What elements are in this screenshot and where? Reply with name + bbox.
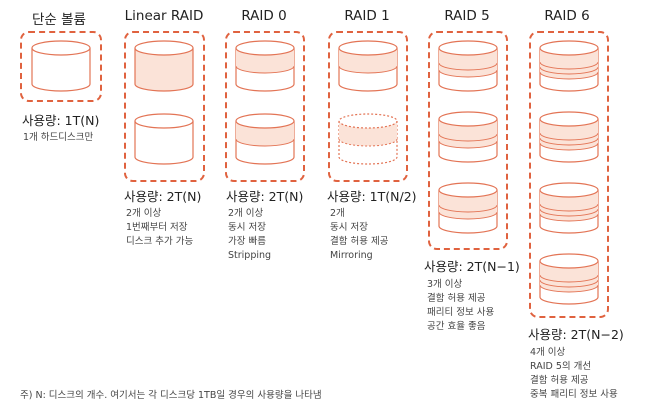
raid-5-disk-2 xyxy=(438,111,498,163)
raid-0-usage: 사용량: 2T(N) xyxy=(226,186,303,205)
raid-6-desc-line: 중복 패리티 정보 사용 xyxy=(530,388,618,402)
raid-1-mirror-disk xyxy=(338,113,398,165)
linear-raid-disk-1 xyxy=(134,40,194,92)
raid-5-description: 3개 이상 결함 허용 제공 패리티 정보 사용 공간 효율 좋음 xyxy=(427,278,494,334)
raid-5-desc-line: 공간 효율 좋음 xyxy=(427,320,494,334)
linear-raid-description: 2개 이상 1번째부터 저장 디스크 추가 가능 xyxy=(126,207,193,249)
linear-raid-desc-line: 1번째부터 저장 xyxy=(126,221,193,235)
raid-6-disk-4 xyxy=(539,253,599,305)
raid-1-desc-line: 결함 허용 제공 xyxy=(330,235,388,249)
linear-raid-disk-2 xyxy=(134,113,194,165)
raid-5-desc-line: 결함 허용 제공 xyxy=(427,292,494,306)
simple-volume-description: 1개 하드디스크만 xyxy=(23,131,93,145)
raid-6-disk-3 xyxy=(539,182,599,234)
simple-volume-disk xyxy=(31,40,91,92)
raid-6-usage: 사용량: 2T(N−2) xyxy=(528,324,624,343)
linear-raid-desc-line: 디스크 추가 가능 xyxy=(126,235,193,249)
raid-1-desc-line: 2개 xyxy=(330,207,388,221)
linear-raid-desc-line: 2개 이상 xyxy=(126,207,193,221)
raid-5-desc-line: 3개 이상 xyxy=(427,278,494,292)
raid-1-description: 2개 동시 저장 결함 허용 제공 Mirroring xyxy=(330,207,388,263)
raid-6-desc-line: RAID 5의 개선 xyxy=(530,360,618,374)
raid-1-disk-1 xyxy=(338,40,398,92)
raid-0-disk-1 xyxy=(235,40,295,92)
raid-1-desc-line: 동시 저장 xyxy=(330,221,388,235)
raid-0-desc-line: 가장 빠름 xyxy=(228,235,271,249)
raid-6-description: 4개 이상 RAID 5의 개선 결함 허용 제공 중복 패리티 정보 사용 xyxy=(530,346,618,402)
raid-0-description: 2개 이상 동시 저장 가장 빠름 Stripping xyxy=(228,207,271,263)
raid-6-desc-line: 결함 허용 제공 xyxy=(530,374,618,388)
raid-6-disk-2 xyxy=(539,111,599,163)
title-simple-volume: 단순 볼륨 xyxy=(0,8,119,28)
footnote: 주) N: 디스크의 개수. 여기서는 각 디스크당 1TB일 경우의 사용량을… xyxy=(20,387,322,401)
linear-raid-usage: 사용량: 2T(N) xyxy=(124,186,201,205)
raid-6-desc-line: 4개 이상 xyxy=(530,346,618,360)
simple-volume-usage: 사용량: 1T(N) xyxy=(22,110,99,129)
raid-6-disk-1 xyxy=(539,40,599,92)
raid-5-usage: 사용량: 2T(N−1) xyxy=(424,256,520,275)
raid-0-desc-line: Stripping xyxy=(228,249,271,263)
raid-1-desc-line: Mirroring xyxy=(330,249,388,263)
raid-0-desc-line: 2개 이상 xyxy=(228,207,271,221)
simple-volume-desc-line: 1개 하드디스크만 xyxy=(23,131,93,145)
raid-5-desc-line: 패리티 정보 사용 xyxy=(427,306,494,320)
raid-0-desc-line: 동시 저장 xyxy=(228,221,271,235)
title-raid-6: RAID 6 xyxy=(507,8,627,24)
raid-5-disk-3 xyxy=(438,182,498,234)
raid-1-usage: 사용량: 1T(N/2) xyxy=(327,186,417,205)
title-raid-0: RAID 0 xyxy=(204,8,324,24)
raid-5-disk-1 xyxy=(438,40,498,92)
raid-0-disk-2 xyxy=(235,113,295,165)
